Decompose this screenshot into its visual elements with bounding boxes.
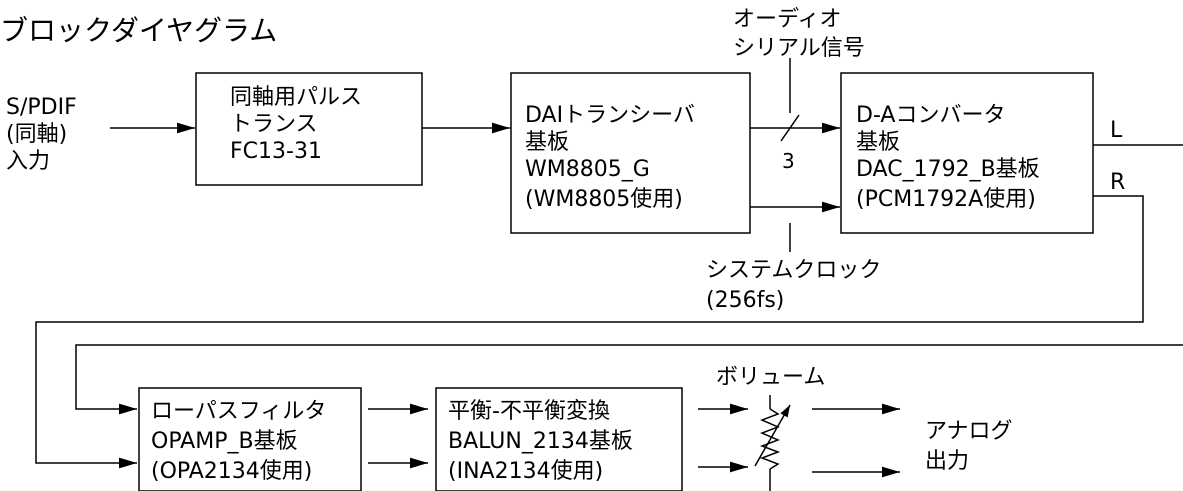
lowpass-filter-label: ローパスフィルタ OPAMP_B基板 (OPA2134使用) — [151, 399, 326, 484]
balun-label: 平衡-不平衡変換 BALUN_2134基板 (INA2134使用) — [448, 399, 633, 484]
svg-text:基板: 基板 — [856, 130, 900, 155]
audio-serial-signal-label: オーディオ シリアル信号 — [733, 7, 865, 61]
svg-text:平衡-不平衡変換: 平衡-不平衡変換 — [448, 399, 610, 424]
svg-text:(同軸): (同軸) — [6, 122, 67, 147]
svg-text:(256fs): (256fs) — [706, 288, 784, 313]
channel-l-return-line — [75, 344, 1183, 415]
pulse-transformer-block — [195, 72, 423, 186]
system-clock-label: システムクロック (256fs) — [706, 258, 881, 313]
analog-output-label: アナログ 出力 — [925, 419, 1013, 474]
balun-block — [435, 387, 683, 491]
svg-text:オーディオ: オーディオ — [733, 7, 841, 32]
svg-text:DAIトランシーバ: DAIトランシーバ — [525, 103, 695, 128]
svg-text:出力: 出力 — [925, 449, 969, 474]
svg-text:基板: 基板 — [525, 130, 569, 155]
svg-text:D-Aコンバータ: D-Aコンバータ — [856, 103, 1005, 128]
svg-text:(OPA2134使用): (OPA2134使用) — [151, 459, 312, 484]
dai-transceiver-label: DAIトランシーバ 基板 WM8805_G (WM8805使用) — [525, 103, 695, 212]
svg-text:DAC_1792_B基板: DAC_1792_B基板 — [856, 157, 1040, 182]
svg-text:(INA2134使用): (INA2134使用) — [448, 459, 603, 484]
svg-text:シリアル信号: シリアル信号 — [733, 36, 865, 61]
lowpass-filter-block — [138, 387, 362, 491]
svg-text:S/PDIF: S/PDIF — [6, 95, 77, 120]
svg-text:(PCM1792A使用): (PCM1792A使用) — [856, 187, 1036, 212]
pulse-transformer-label: 同軸用パルス トランス FC13-31 — [230, 85, 362, 164]
diagram-title: ブロックダイヤグラム — [0, 14, 277, 47]
bus-slash — [780, 114, 800, 142]
svg-text:同軸用パルス: 同軸用パルス — [230, 85, 362, 110]
svg-text:ローパスフィルタ: ローパスフィルタ — [151, 399, 326, 424]
bus-width-label: 3 — [782, 149, 795, 173]
volume-potentiometer-icon — [754, 395, 791, 491]
dac-label: D-Aコンバータ 基板 DAC_1792_B基板 (PCM1792A使用) — [856, 103, 1040, 212]
channel-r-line — [35, 195, 1144, 469]
svg-text:(WM8805使用): (WM8805使用) — [525, 187, 683, 212]
svg-text:アナログ: アナログ — [925, 419, 1013, 444]
channel-l-label: L — [1110, 118, 1123, 143]
svg-text:OPAMP_B基板: OPAMP_B基板 — [151, 429, 298, 454]
spdif-input-label: S/PDIF (同軸) 入力 — [6, 95, 77, 174]
svg-text:WM8805_G: WM8805_G — [525, 157, 650, 182]
volume-label: ボリューム — [716, 365, 825, 390]
svg-text:入力: 入力 — [6, 149, 50, 174]
svg-text:FC13-31: FC13-31 — [230, 139, 322, 164]
dac-block — [840, 72, 1094, 234]
svg-text:BALUN_2134基板: BALUN_2134基板 — [448, 429, 633, 454]
svg-text:システムクロック: システムクロック — [706, 258, 881, 283]
svg-text:トランス: トランス — [230, 112, 318, 137]
channel-r-label: R — [1110, 170, 1125, 195]
dai-transceiver-block — [510, 72, 751, 234]
